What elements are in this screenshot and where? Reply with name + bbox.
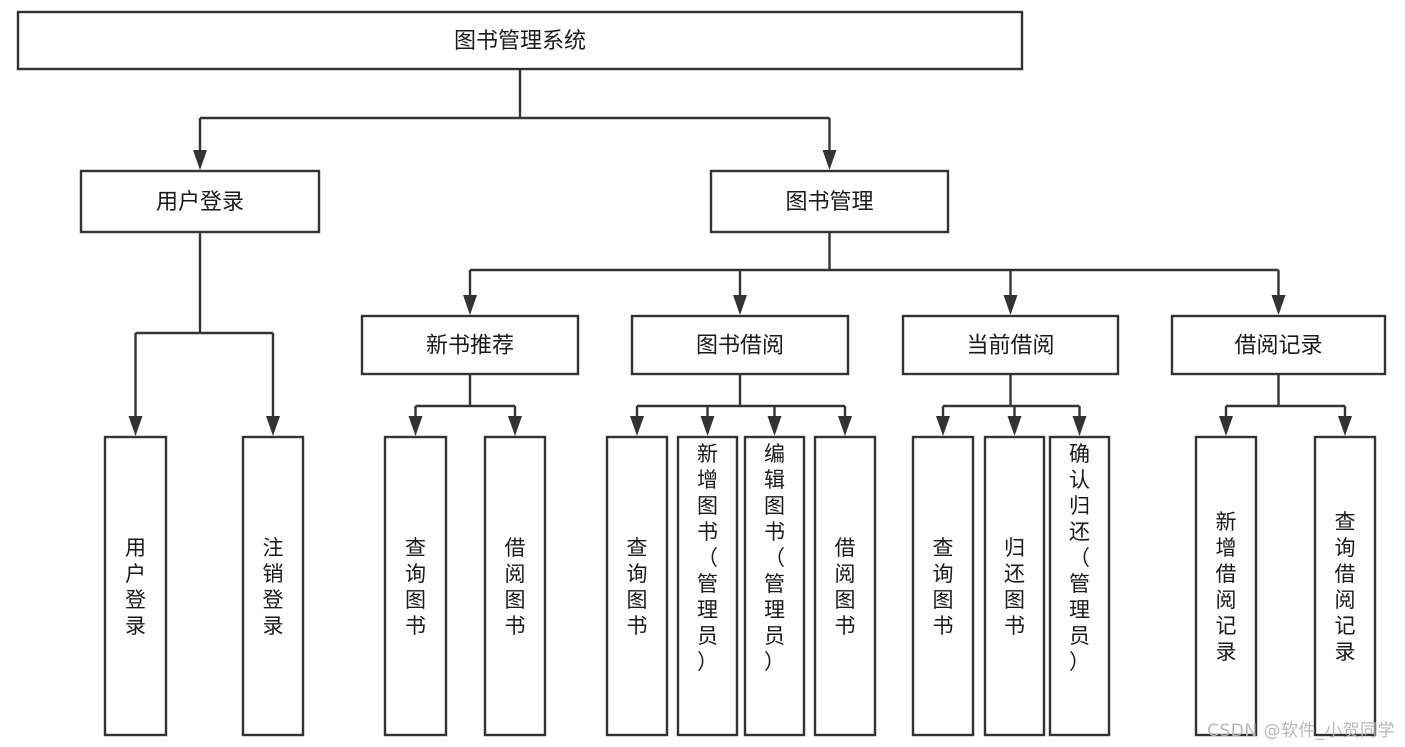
node-current-borrow[interactable]: 当前借阅 [901,314,1120,376]
node-label-leaf-query-book-3: 查询图书 [933,536,954,638]
node-leaf-return-book[interactable]: 归还图书 [983,435,1046,737]
node-leaf-logout[interactable]: 注销登录 [241,435,305,737]
node-leaf-user-login[interactable]: 用户登录 [103,435,168,737]
node-borrow-record[interactable]: 借阅记录 [1170,314,1387,376]
node-label-leaf-confirm-return-admin: 确认归还（管理员） [1069,442,1090,674]
arrow-head-icon [193,150,207,170]
node-label-leaf-borrow-book-1: 借阅图书 [505,536,526,638]
node-label-leaf-user-login: 用户登录 [125,536,146,638]
arrow-head-icon [128,416,143,436]
arrow-head-icon [630,416,644,436]
node-box-current-borrow [901,314,1120,376]
arrow-head-icon [463,295,477,315]
node-label-leaf-edit-book-admin: 编辑图书（管理员） [764,442,785,674]
node-label-user-login: 用户登录 [156,190,244,215]
node-box-leaf-query-borrow-record [1313,435,1377,737]
arrow-head-icon [936,416,950,436]
node-box-leaf-query-book-2 [605,435,669,737]
node-book-borrow[interactable]: 图书借阅 [630,314,850,376]
arrow-head-icon [767,416,782,436]
node-box-book-management [709,169,950,234]
node-label-book-management: 图书管理 [785,190,873,215]
node-box-leaf-add-borrow-record [1194,435,1258,737]
arrow-head-icon [1072,416,1087,436]
arrow-head-icon [1219,416,1233,436]
node-label-current-borrow: 当前借阅 [966,334,1054,359]
node-label-leaf-query-borrow-record: 查询借阅记录 [1335,510,1356,664]
node-leaf-confirm-return-admin[interactable]: 确认归还（管理员） [1048,435,1111,737]
node-box-leaf-query-book-1 [383,435,448,737]
node-leaf-edit-book-admin[interactable]: 编辑图书（管理员） [743,435,806,737]
arrow-head-icon [1271,295,1286,315]
node-leaf-query-book-1[interactable]: 查询图书 [383,435,448,737]
node-leaf-query-borrow-record[interactable]: 查询借阅记录 [1313,435,1377,737]
node-box-leaf-borrow-book-1 [483,435,547,737]
node-root[interactable]: 图书管理系统 [16,10,1024,71]
node-box-leaf-return-book [983,435,1046,737]
node-label-leaf-return-book: 归还图书 [1004,536,1025,638]
node-label-book-borrow: 图书借阅 [696,334,784,359]
node-label-root: 图书管理系统 [454,29,586,54]
nodes-layer: 图书管理系统用户登录图书管理新书推荐图书借阅当前借阅借阅记录用户登录注销登录查询… [16,10,1387,737]
node-box-leaf-add-book-admin [676,435,739,737]
node-label-leaf-add-book-admin: 新增图书（管理员） [697,442,718,674]
node-box-leaf-borrow-book-2 [813,435,877,737]
arrow-head-icon [1007,416,1022,436]
node-box-book-borrow [630,314,850,376]
node-box-leaf-logout [241,435,305,737]
arrow-head-icon [1338,416,1352,436]
node-book-management[interactable]: 图书管理 [709,169,950,234]
connectors-layer [128,69,1352,436]
node-label-leaf-borrow-book-2: 借阅图书 [835,536,856,638]
node-box-borrow-record [1170,314,1387,376]
arrow-head-icon [822,150,837,170]
arrow-head-icon [1003,295,1018,315]
arrow-head-icon [700,416,715,436]
node-leaf-query-book-3[interactable]: 查询图书 [911,435,975,737]
node-box-leaf-query-book-3 [911,435,975,737]
node-leaf-add-borrow-record[interactable]: 新增借阅记录 [1194,435,1258,737]
node-leaf-add-book-admin[interactable]: 新增图书（管理员） [676,435,739,737]
arrow-head-icon [733,295,747,315]
arrow-head-icon [838,416,852,436]
node-label-new-book-recommend: 新书推荐 [426,334,514,359]
node-box-leaf-confirm-return-admin [1048,435,1111,737]
node-box-leaf-edit-book-admin [743,435,806,737]
node-label-leaf-add-borrow-record: 新增借阅记录 [1216,510,1237,664]
node-label-leaf-query-book-2: 查询图书 [627,536,648,638]
node-leaf-query-book-2[interactable]: 查询图书 [605,435,669,737]
arrow-head-icon [266,416,280,436]
node-label-leaf-logout: 注销登录 [263,536,284,638]
node-box-new-book-recommend [360,314,580,376]
arrow-head-icon [408,416,423,436]
csdn-watermark: CSDN @软件_小贺同学 [1207,721,1395,741]
node-label-borrow-record: 借阅记录 [1234,334,1322,359]
arrow-head-icon [508,416,522,436]
node-label-leaf-query-book-1: 查询图书 [405,536,426,638]
node-leaf-borrow-book-2[interactable]: 借阅图书 [813,435,877,737]
node-box-user-login [79,169,321,234]
node-leaf-borrow-book-1[interactable]: 借阅图书 [483,435,547,737]
node-user-login[interactable]: 用户登录 [79,169,321,234]
node-new-book-recommend[interactable]: 新书推荐 [360,314,580,376]
node-box-root [16,10,1024,71]
node-box-leaf-user-login [103,435,168,737]
